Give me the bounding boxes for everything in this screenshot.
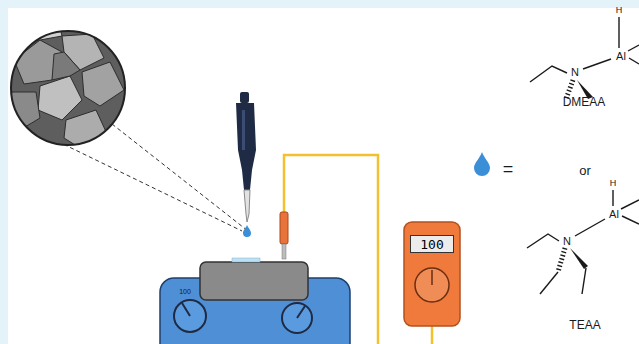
zoom-line: [112, 124, 248, 231]
drop-symbol: [474, 152, 490, 176]
pipette-highlight: [242, 110, 245, 150]
dmeaa-structure: [530, 17, 639, 99]
compound-name: DMEAA: [563, 96, 606, 108]
pipette-plunger: [240, 92, 249, 103]
teaa-structure: [527, 190, 639, 294]
compound-name: TEAA: [569, 319, 600, 331]
multimeter-dial: [415, 268, 449, 302]
meter-wire: [431, 324, 434, 344]
meter-display: 100: [410, 235, 454, 253]
pipette-tip: [244, 190, 250, 222]
wedge-bond: [570, 248, 588, 269]
substrate: [232, 258, 260, 262]
pipette-body: [236, 103, 256, 190]
conjunction-text: or: [579, 164, 591, 177]
knob-pointer: [297, 306, 305, 318]
atom-label: N: [563, 236, 571, 247]
droplet: [243, 225, 251, 237]
display-reading: 100: [420, 238, 443, 251]
probe-tip: [282, 244, 286, 259]
atom-label: Al: [609, 209, 619, 220]
atom-label: H: [610, 179, 617, 188]
hotplate-plate: [200, 262, 308, 300]
sem-border: [11, 31, 125, 145]
multimeter-body: [404, 222, 460, 326]
atom-label: N: [571, 67, 579, 78]
knob-pointer: [182, 303, 190, 316]
atom-label: Al: [616, 51, 626, 62]
dial-pointer: [431, 270, 433, 285]
atom-label: H: [616, 6, 623, 15]
thermocouple-probe: [280, 212, 288, 244]
equals-sign: =: [503, 160, 514, 178]
control-knob: [174, 300, 206, 332]
knob-scale: 100: [179, 288, 191, 295]
control-knob: [282, 303, 312, 333]
sem-image: [8, 28, 128, 148]
